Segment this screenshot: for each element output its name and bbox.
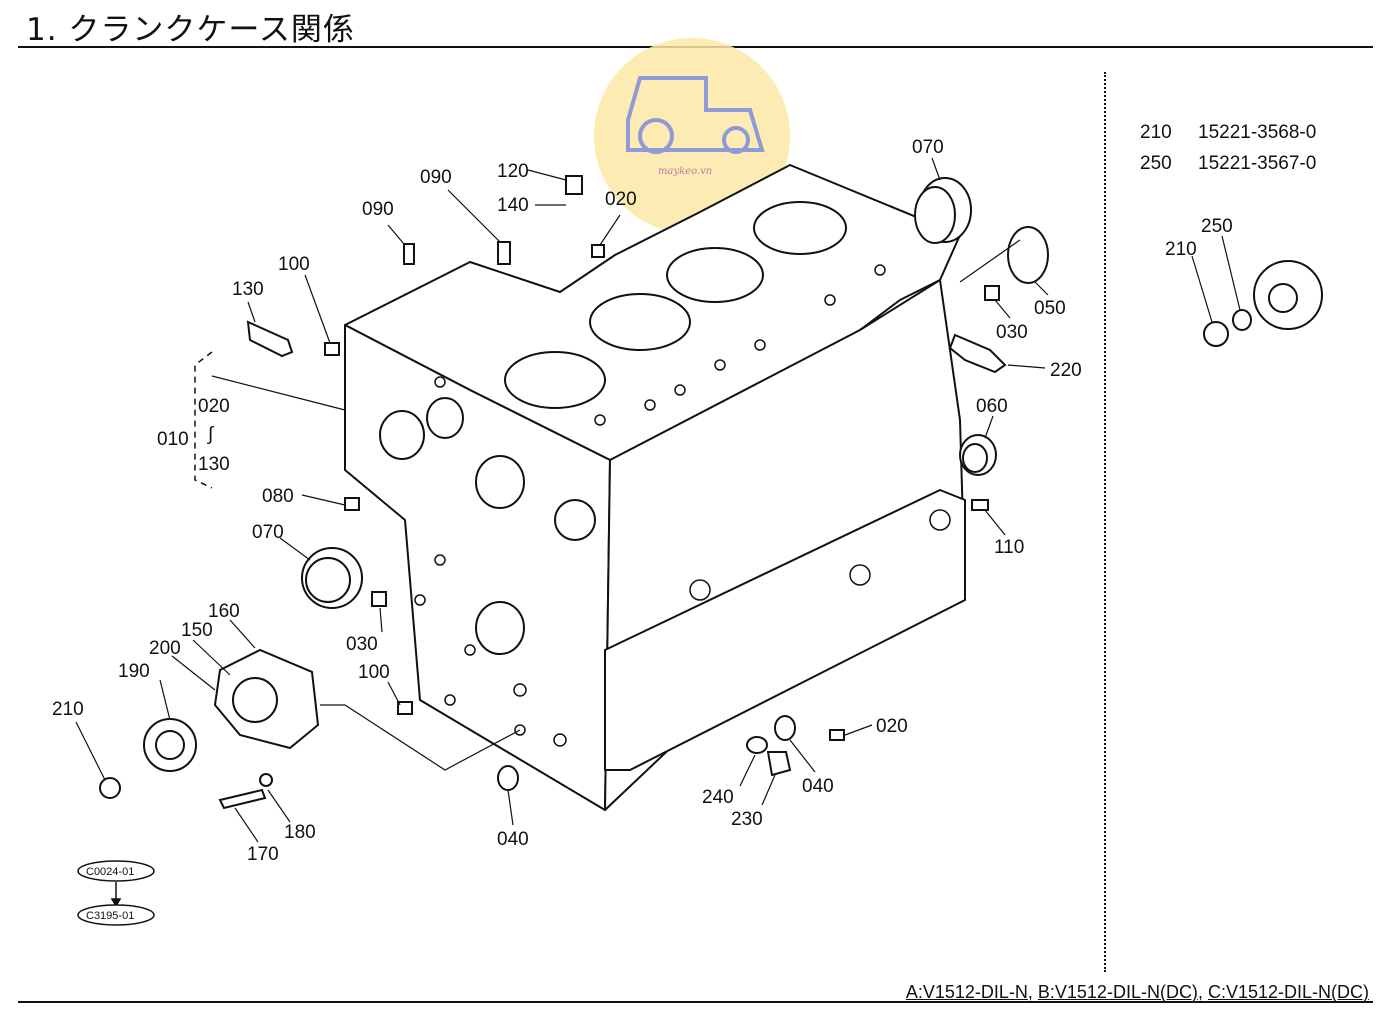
oil-pump-assembly <box>99 648 320 810</box>
callout-030-a: 030 <box>996 322 1028 343</box>
note-row-1: 210 15221-3568-0 <box>1140 122 1316 144</box>
callout-010: 010 <box>157 429 189 450</box>
ref-label-bottom: C3195-01 <box>86 910 134 922</box>
callout-100-a: 100 <box>278 254 310 275</box>
ref-arrow <box>110 882 122 908</box>
callout-240: 240 <box>702 787 734 808</box>
ref-oval-bottom <box>77 904 155 926</box>
callout-230: 230 <box>731 809 763 830</box>
range-tilde: ∫ <box>207 424 215 445</box>
callout-250: 250 <box>1201 216 1233 237</box>
seal-060 <box>959 434 997 476</box>
drain-plug-230-240 <box>746 736 792 777</box>
sensor-220 <box>948 333 1007 374</box>
plugs-040 <box>497 715 796 791</box>
callout-090-b: 090 <box>362 199 394 220</box>
watermark-text: maykeo.vn <box>658 166 713 177</box>
callout-020-a: 020 <box>605 189 637 210</box>
seal-070-top <box>914 177 972 244</box>
note-row-2: 250 15221-3567-0 <box>1140 153 1316 175</box>
callout-100-b: 100 <box>358 662 390 683</box>
ref-label-top: C0024-01 <box>86 866 134 878</box>
model-b: B:V1512-DIL-N(DC) <box>1037 982 1198 1002</box>
callout-110: 110 <box>994 537 1024 558</box>
callout-220: 220 <box>1050 360 1082 381</box>
callout-200: 200 <box>149 638 181 659</box>
note-row-1-no: 210 <box>1140 122 1172 143</box>
callout-130-a: 130 <box>232 279 264 300</box>
callout-120: 120 <box>497 161 529 182</box>
bracket-010 <box>194 351 213 489</box>
gear-detail <box>1203 260 1323 347</box>
side-bores <box>379 397 596 655</box>
ref-oval-top <box>77 860 155 882</box>
cylinder-bores <box>504 201 847 409</box>
section-divider <box>1104 72 1106 972</box>
callout-020-c: 020 <box>876 716 908 737</box>
model-a: A:V1512-DIL-N <box>905 982 1028 1002</box>
callout-210-a: 210 <box>52 699 84 720</box>
callout-040-b: 040 <box>497 829 529 850</box>
page-title: 1. クランクケース関係 <box>26 12 355 48</box>
callout-040-a: 040 <box>802 776 834 797</box>
callout-090-a: 090 <box>420 167 452 188</box>
callout-070-top: 070 <box>912 137 944 158</box>
callout-210-b: 210 <box>1165 239 1197 260</box>
callout-050: 050 <box>1034 298 1066 319</box>
dowel-pins <box>324 175 1000 741</box>
tractor-icon <box>626 76 765 154</box>
callout-060: 060 <box>976 396 1008 417</box>
callout-180: 180 <box>284 822 316 843</box>
model-list: A:V1512-DIL-N, B:V1512-DIL-N(DC), C:V151… <box>905 982 1369 1002</box>
plug-050 <box>1007 226 1049 284</box>
seal-070-side <box>301 547 363 609</box>
callout-170: 170 <box>247 844 279 865</box>
callout-080: 080 <box>262 486 294 507</box>
callout-030-b: 030 <box>346 634 378 655</box>
note-row-2-part: 15221-3567-0 <box>1198 153 1317 174</box>
bottom-rule <box>18 1001 1373 1003</box>
model-c: C:V1512-DIL-N(DC) <box>1207 982 1369 1002</box>
leader-lines <box>75 157 1241 843</box>
sensor-130 <box>246 320 294 358</box>
note-row-2-no: 250 <box>1140 153 1172 174</box>
crankcase-block <box>344 164 966 811</box>
callout-160: 160 <box>208 601 240 622</box>
note-row-1-part: 15221-3568-0 <box>1198 122 1317 143</box>
callout-020-b: 020 <box>198 396 230 417</box>
callout-190: 190 <box>118 661 150 682</box>
callout-070-side: 070 <box>252 522 284 543</box>
bolt-holes <box>414 264 951 747</box>
callout-150: 150 <box>181 620 213 641</box>
callout-130-b: 130 <box>198 454 230 475</box>
callout-140: 140 <box>497 195 529 216</box>
